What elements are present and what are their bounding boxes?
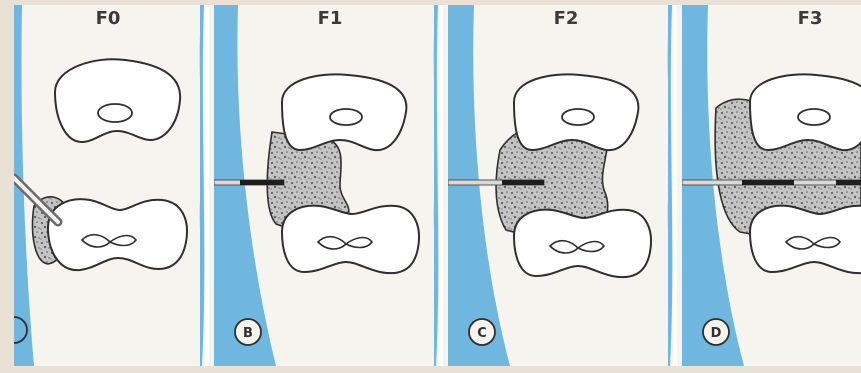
stage-label: F0	[96, 8, 121, 29]
lower-vertebra	[514, 210, 651, 277]
stage-label: F3	[798, 8, 823, 29]
panel-f1: F1 B	[214, 5, 448, 366]
upper-vertebra-foramen	[330, 109, 362, 125]
upper-vertebra-foramen	[562, 109, 594, 125]
upper-vertebra-foramen	[798, 109, 830, 125]
needle-tip-2	[836, 180, 861, 185]
needle-tip	[502, 180, 544, 185]
panel-letter: D	[711, 326, 722, 341]
panel-letter: B	[243, 326, 253, 341]
panel-letter: C	[477, 326, 487, 341]
stage-label: F1	[318, 8, 343, 29]
lower-vertebra	[282, 206, 419, 273]
needle-tip	[240, 180, 284, 185]
upper-vertebra	[55, 59, 180, 142]
needle-tip	[742, 180, 794, 185]
panel-f0: F0	[1, 5, 214, 366]
upper-vertebra-foramen	[98, 104, 132, 122]
panel-f2: F2 C	[448, 5, 682, 366]
panel-f3: F3 D	[682, 5, 861, 366]
stage-label: F2	[554, 8, 579, 29]
